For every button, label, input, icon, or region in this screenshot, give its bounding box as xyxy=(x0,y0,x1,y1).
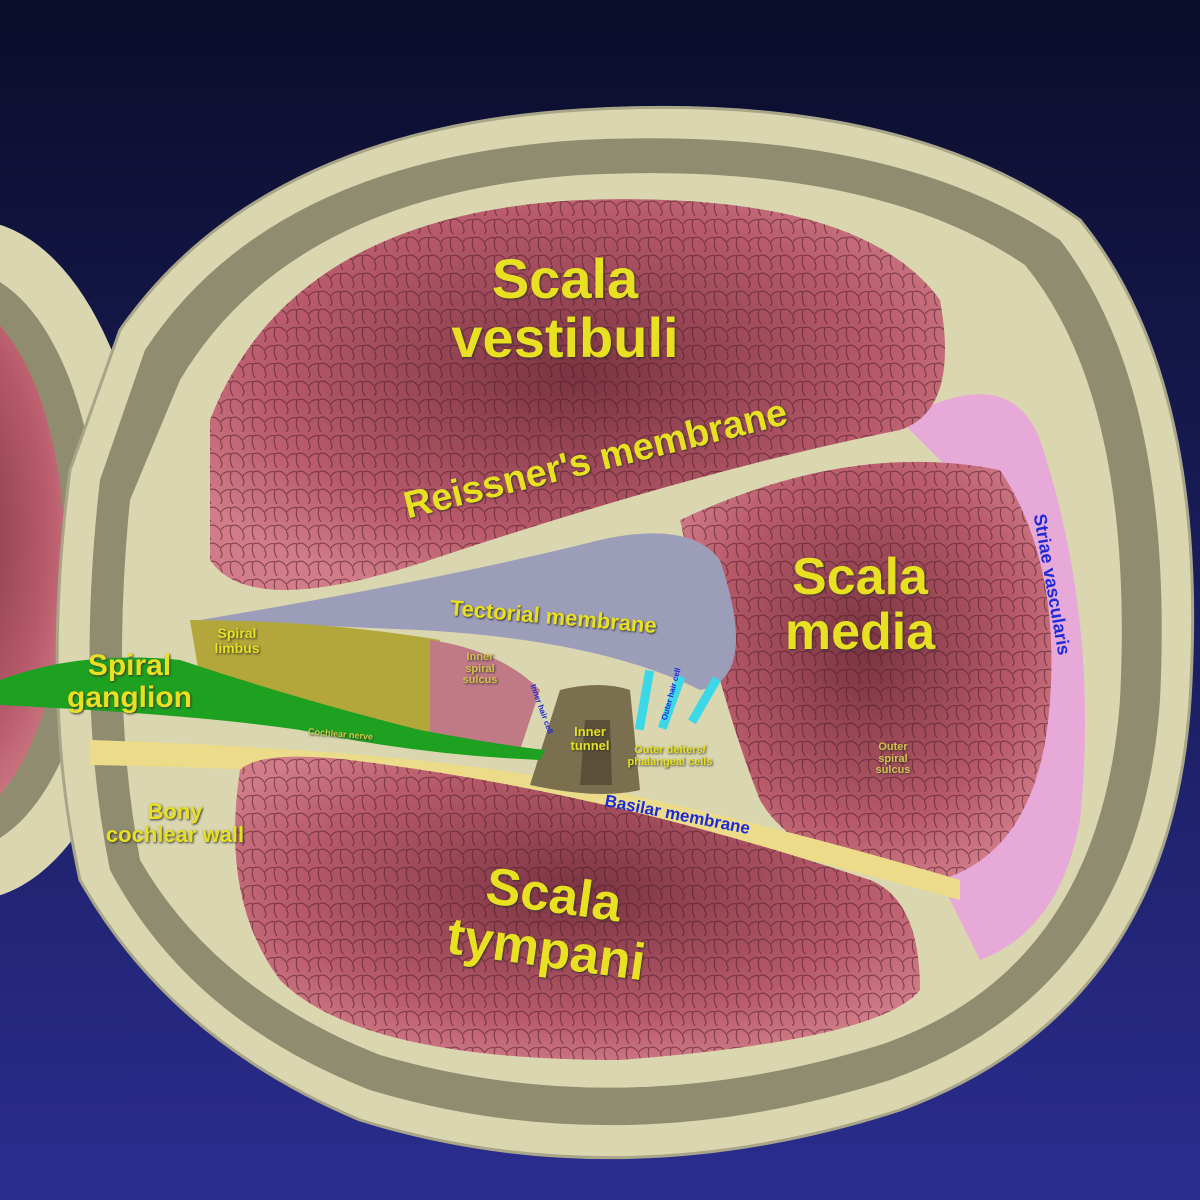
tectorial-membrane xyxy=(200,533,736,690)
label-scala-media: Scala media xyxy=(784,548,936,661)
spiral-limbus xyxy=(190,620,440,740)
label-scala-vestibuli: Scala vestibuli xyxy=(451,247,679,369)
label-inner-spiral-sulcus: Inner spiral sulcus xyxy=(462,651,498,687)
label-outer-spiral-sulcus: Outer spiral sulcus xyxy=(875,741,911,777)
label-bony-cochlear-wall: Bony cochlear wall xyxy=(105,799,245,848)
label-outer-deiters: Outer deiters/ phalangeal cells xyxy=(627,744,713,768)
label-inner-tunnel: Inner tunnel xyxy=(570,724,610,753)
label-spiral-ganglion: Spiral ganglion xyxy=(67,649,192,714)
basilar-membrane xyxy=(90,740,960,900)
label-spiral-limbus: Spiral limbus xyxy=(214,625,260,656)
outer-hair-cells xyxy=(634,669,721,731)
inner-tunnel-space xyxy=(580,720,612,785)
cochlear-nerve xyxy=(0,657,545,760)
inner-spiral-sulcus-region xyxy=(430,640,540,750)
